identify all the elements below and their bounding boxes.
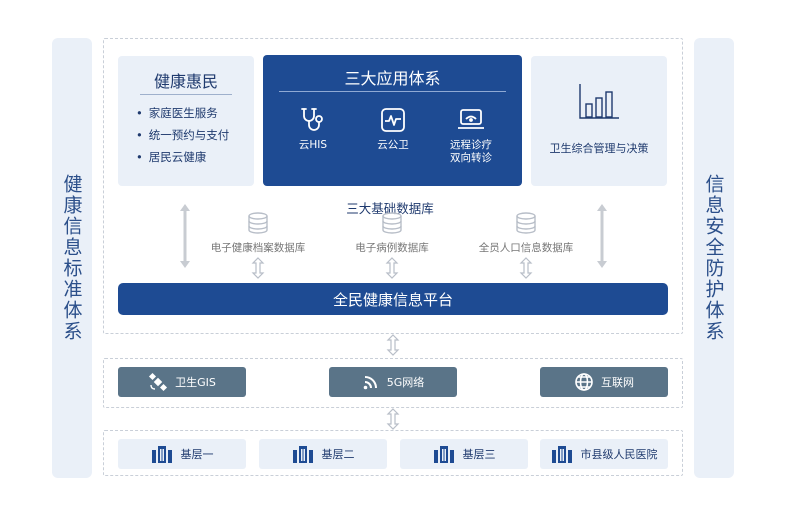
- standard-system-label: 健康信息标准体系: [60, 174, 83, 342]
- decision-panel: 卫生综合管理与决策: [531, 56, 667, 186]
- main-platform-container: [103, 38, 683, 334]
- app-label: 远程诊疗: [450, 139, 492, 151]
- app-label: 双向转诊: [450, 152, 492, 164]
- divider: [140, 94, 232, 95]
- globe-icon: [574, 372, 594, 392]
- database-label: 全员人口信息数据库: [478, 242, 574, 254]
- app-label: 云公卫: [377, 139, 409, 151]
- network-gis: 卫生GIS: [118, 367, 246, 397]
- apps-panel: 三大应用体系 云HIS 云公卫: [263, 55, 522, 186]
- divider: [279, 91, 506, 92]
- security-system-column: 信息安全防护体系: [694, 38, 734, 478]
- network-label: 互联网: [601, 376, 634, 389]
- database-health-records: 电子健康档案数据库: [188, 212, 328, 255]
- right-long-arrow: [597, 204, 607, 268]
- app-cloud-his: 云HIS: [273, 103, 353, 152]
- apps-panel-title: 三大应用体系: [344, 69, 441, 88]
- app-label: 云HIS: [298, 139, 328, 151]
- database-icon: [382, 212, 402, 234]
- database-label: 电子健康档案数据库: [210, 242, 306, 254]
- network-internet: 互联网: [540, 367, 668, 397]
- institution-2: 基层二: [259, 439, 387, 469]
- double-arrow-icon: [386, 334, 400, 356]
- double-arrow-icon: [519, 257, 533, 279]
- app-remote-diagnosis: 远程诊疗 双向转诊: [431, 103, 511, 165]
- database-icon: [248, 212, 268, 234]
- health-benefit-panel: 健康惠民 家庭医生服务 统一预约与支付 居民云健康: [118, 56, 254, 186]
- monitor-pulse-icon: [353, 103, 433, 137]
- network-5g: 5G网络: [329, 367, 457, 397]
- satellite-icon: [148, 372, 168, 392]
- institution-label: 市县级人民医院: [580, 448, 658, 461]
- network-label: 卫生GIS: [175, 376, 216, 389]
- double-arrow-icon: [251, 257, 265, 279]
- building-icon: [151, 445, 173, 463]
- institution-1: 基层一: [118, 439, 246, 469]
- list-item: 家庭医生服务: [136, 102, 229, 124]
- health-info-platform: 全民健康信息平台: [118, 283, 668, 315]
- left-long-arrow: [180, 204, 190, 268]
- institution-city-hospital: 市县级人民医院: [540, 439, 668, 469]
- platform-label: 全民健康信息平台: [332, 290, 453, 309]
- double-arrow-icon: [386, 408, 400, 430]
- app-cloud-public-health: 云公卫: [353, 103, 433, 152]
- stethoscope-icon: [273, 103, 353, 137]
- list-item: 居民云健康: [136, 146, 229, 168]
- laptop-icon: [431, 103, 511, 137]
- database-icon: [516, 212, 536, 234]
- database-population: 全员人口信息数据库: [456, 212, 596, 255]
- health-benefit-list: 家庭医生服务 统一预约与支付 居民云健康: [136, 102, 230, 168]
- network-label: 5G网络: [386, 376, 425, 389]
- standard-system-column: 健康信息标准体系: [52, 38, 92, 478]
- institution-3: 基层三: [400, 439, 528, 469]
- bar-chart-icon: [577, 82, 621, 126]
- building-icon: [433, 445, 455, 463]
- database-label: 电子病例数据库: [355, 242, 429, 254]
- databases-title: 三大基础数据库: [346, 201, 434, 216]
- institutions-container: [103, 430, 683, 476]
- institution-label: 基层一: [180, 448, 214, 461]
- institution-label: 基层三: [462, 448, 496, 461]
- network-container: [103, 358, 683, 408]
- double-arrow-icon: [385, 257, 399, 279]
- security-system-label: 信息安全防护体系: [702, 174, 725, 342]
- building-icon: [292, 445, 314, 463]
- institution-label: 基层二: [321, 448, 355, 461]
- building-icon: [551, 445, 573, 463]
- health-benefit-title: 健康惠民: [153, 72, 218, 91]
- wifi-signal-icon: [362, 373, 380, 391]
- list-item: 统一预约与支付: [136, 124, 230, 146]
- decision-label: 卫生综合管理与决策: [549, 142, 649, 155]
- database-medical-records: 电子病例数据库: [322, 212, 462, 255]
